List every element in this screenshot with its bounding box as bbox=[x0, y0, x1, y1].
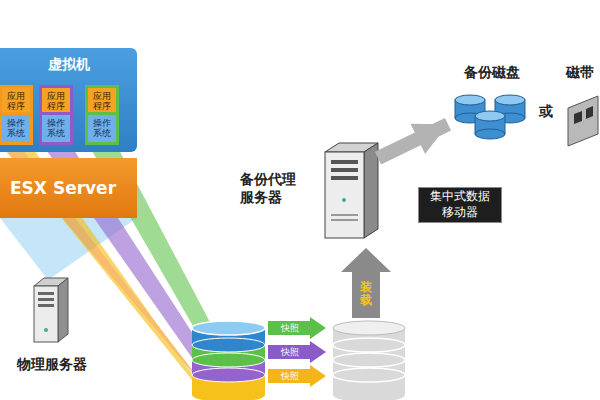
snapshot-label: 快照 bbox=[272, 370, 308, 383]
node-label: 操作系统 bbox=[44, 119, 68, 139]
snapshot-label: 快照 bbox=[272, 322, 308, 335]
backup-disk: 备份磁盘 bbox=[448, 62, 536, 144]
os-box: 操作系统 bbox=[42, 115, 70, 142]
node-label: 应用程序 bbox=[90, 92, 114, 112]
node-label: 备份代理服务器 bbox=[240, 170, 302, 206]
tape-icon bbox=[568, 96, 598, 146]
flow-arrow bbox=[378, 124, 448, 158]
mount-label: 装载 bbox=[360, 281, 372, 307]
snapshot-label: 快照 bbox=[272, 346, 308, 359]
or-label: 或 bbox=[539, 103, 553, 121]
app-box: 应用程序 bbox=[2, 88, 30, 115]
data-mover-box: 集中式数据移动器 bbox=[418, 187, 502, 223]
snapshot-arrows bbox=[268, 317, 326, 387]
node-label: 操作系统 bbox=[4, 119, 28, 139]
backup-proxy-server: 备份代理服务器 bbox=[238, 142, 378, 242]
backup-disk-icons bbox=[455, 95, 525, 139]
physical-server: 物理服务器 bbox=[4, 272, 100, 378]
app-box: 应用程序 bbox=[42, 88, 70, 115]
os-box: 操作系统 bbox=[88, 115, 116, 142]
app-box: 应用程序 bbox=[88, 88, 116, 115]
node-label: 应用程序 bbox=[4, 92, 28, 112]
node-label: 应用程序 bbox=[44, 92, 68, 112]
node-label: 集中式数据移动器 bbox=[429, 189, 491, 220]
node-label: 物理服务器 bbox=[4, 356, 100, 374]
node-label: 操作系统 bbox=[90, 119, 114, 139]
node-label: 备份磁盘 bbox=[448, 64, 536, 82]
proxy-server-icon bbox=[325, 143, 378, 238]
physical-server-icon bbox=[34, 278, 68, 342]
vm-storage-disk bbox=[192, 321, 265, 400]
snapshot-storage-disk bbox=[333, 321, 405, 400]
tape-drive: 磁带 bbox=[566, 62, 598, 148]
node-label: 虚拟机 bbox=[0, 56, 137, 74]
node-label: ESX Server bbox=[10, 178, 116, 198]
vm-beams bbox=[0, 144, 222, 392]
hypervisor-band: ESX Server bbox=[0, 158, 137, 218]
vm-panel: 虚拟机应用程序操作系统应用程序操作系统应用程序操作系统 bbox=[0, 48, 137, 152]
mount-arrow bbox=[341, 248, 391, 318]
os-box: 操作系统 bbox=[2, 115, 30, 142]
node-label: 磁带 bbox=[566, 64, 594, 82]
